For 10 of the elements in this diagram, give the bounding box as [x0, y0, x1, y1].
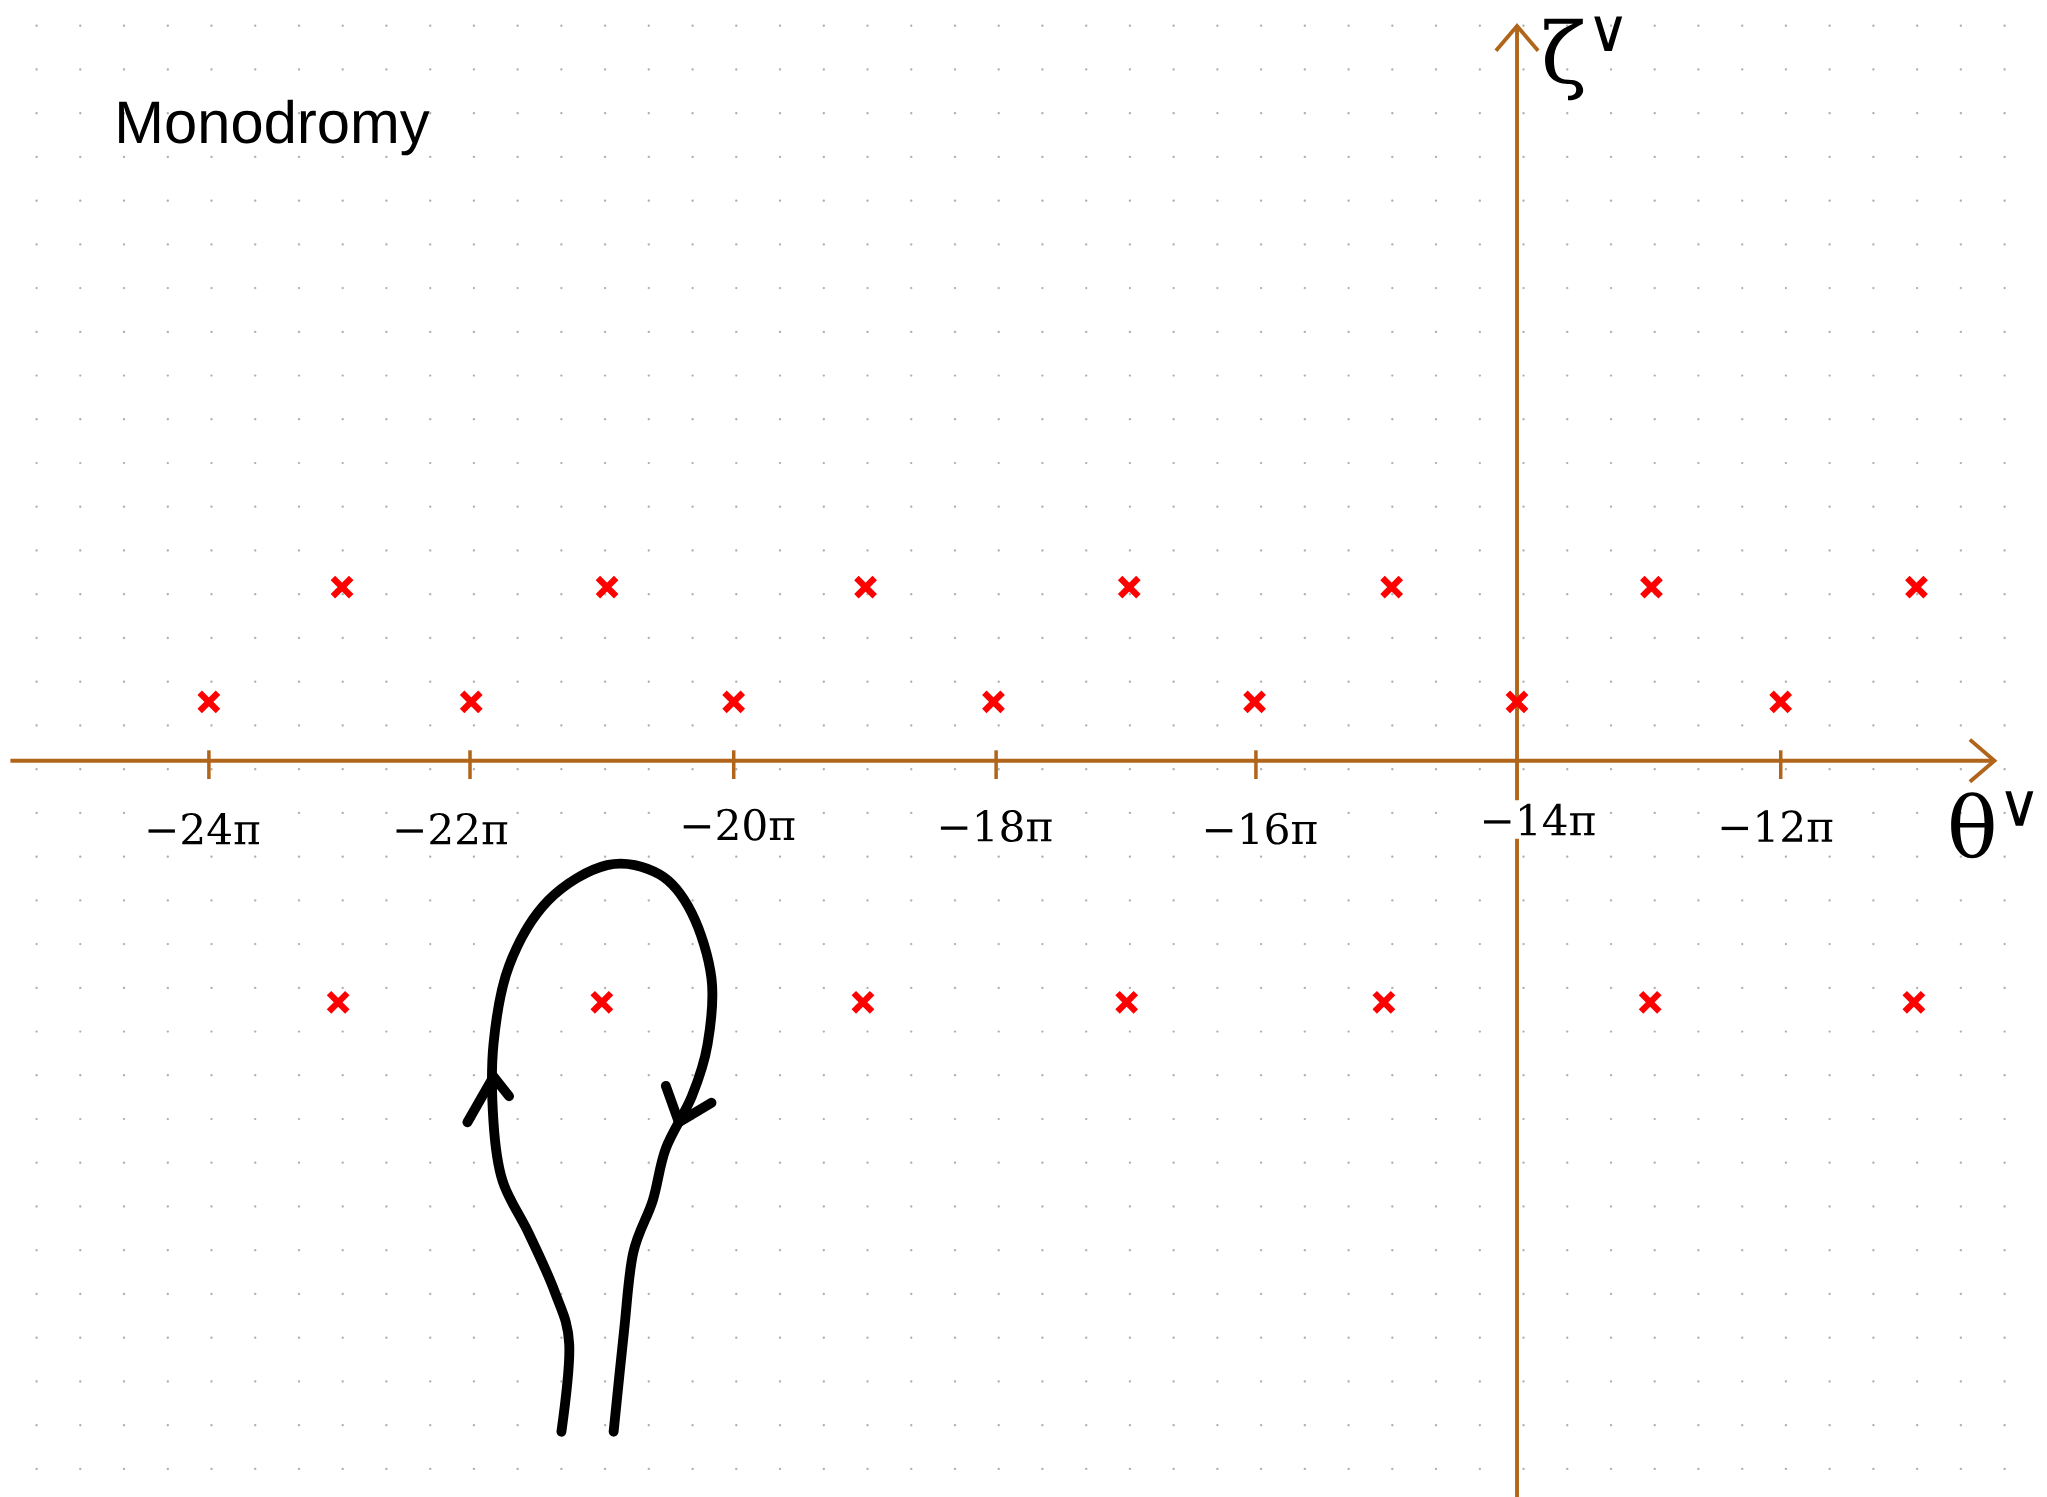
title: Monodromy [119, 99, 430, 156]
tick-label: −22π [396, 812, 508, 845]
tick-label: −14π [1484, 803, 1595, 836]
axis-label: ζ$^{∨}$ [1544, 16, 1623, 101]
tick-label: −16π [1205, 812, 1317, 845]
axis-label: θ$^{∨}$ [1951, 791, 2034, 859]
tick-label: −18π [940, 810, 1052, 842]
tick-label: −12π [1721, 810, 1833, 842]
tick-label: −20π [683, 808, 795, 841]
tick-label: −24π [148, 812, 260, 845]
